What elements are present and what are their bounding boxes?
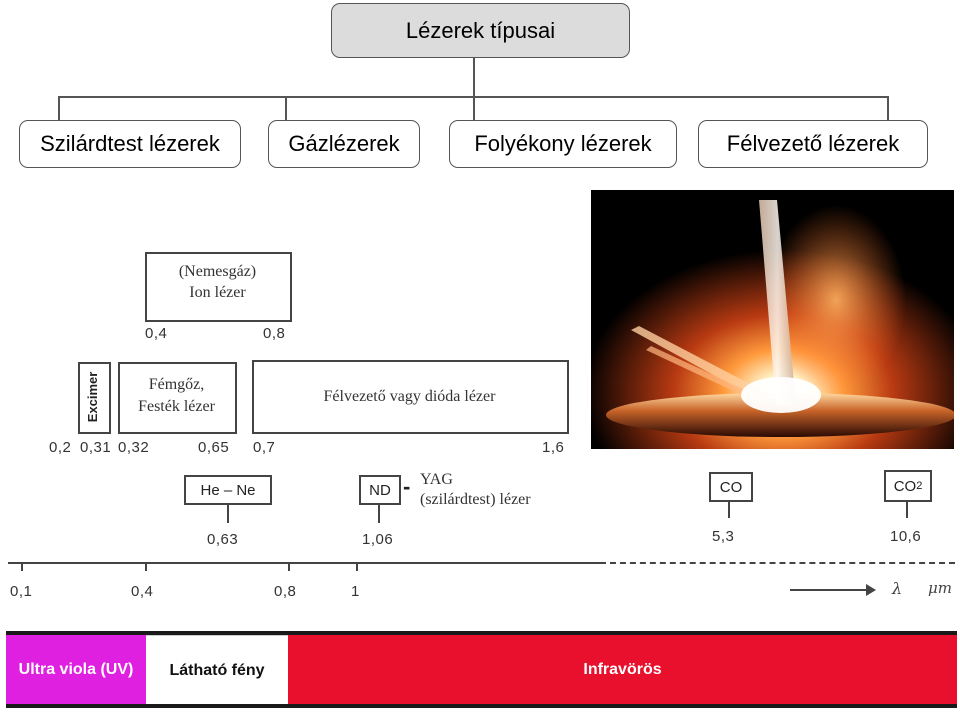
arrow-line bbox=[790, 589, 868, 591]
nd-line-box: ND bbox=[359, 475, 401, 505]
category-semiconductor: Félvezető lézerek bbox=[698, 120, 928, 168]
co-tick bbox=[728, 500, 730, 518]
ion-laser-label-1: (Nemesgáz) bbox=[145, 262, 290, 282]
ion-end-value: 0,8 bbox=[263, 325, 285, 342]
metal-end-value: 0,65 bbox=[198, 439, 229, 456]
ion-start-value: 0,4 bbox=[145, 325, 167, 342]
connector-vertical bbox=[473, 57, 475, 97]
axis-tick-0-8 bbox=[288, 563, 290, 571]
axis-label-0-4: 0,4 bbox=[131, 583, 153, 600]
category-gas: Gázlézerek bbox=[268, 120, 420, 168]
connector-drop-3 bbox=[473, 96, 475, 121]
uv-band: Ultra viola (UV) bbox=[6, 635, 146, 704]
wavelength-axis bbox=[8, 562, 600, 564]
category-solid-state: Szilárdtest lézerek bbox=[19, 120, 241, 168]
connector-drop-4 bbox=[887, 96, 889, 121]
lambda-label: λ bbox=[892, 579, 902, 598]
axis-label-0-8: 0,8 bbox=[274, 583, 296, 600]
excimer-end-value: 0,31 bbox=[80, 439, 111, 456]
ion-laser-label-2: Ion lézer bbox=[145, 283, 290, 303]
infrared-band: Infravörös bbox=[288, 635, 957, 704]
co2-subscript: 2 bbox=[916, 480, 922, 492]
laser-photo bbox=[591, 190, 954, 449]
axis-tick-0-4 bbox=[145, 563, 147, 571]
metal-start-value: 0,32 bbox=[118, 439, 149, 456]
co2-value: 10,6 bbox=[890, 528, 921, 545]
metal-dye-label-1: Fémgőz, bbox=[118, 375, 235, 395]
co2-tick bbox=[906, 500, 908, 518]
wavelength-axis-dashed bbox=[600, 562, 955, 564]
arrow-head-icon bbox=[866, 584, 876, 596]
hene-line-box: He – Ne bbox=[184, 475, 272, 505]
connector-drop-1 bbox=[58, 96, 60, 121]
diode-start-value: 0,7 bbox=[253, 439, 275, 456]
axis-label-0-1: 0,1 bbox=[10, 583, 32, 600]
spectrum-bottom-border bbox=[6, 704, 957, 708]
unit-label: μm bbox=[928, 579, 952, 597]
yag-label-2: (szilárdtest) lézer bbox=[420, 490, 531, 510]
diode-label: Félvezető vagy dióda lézer bbox=[252, 387, 567, 407]
diode-end-value: 1,6 bbox=[542, 439, 564, 456]
visible-band: Látható fény bbox=[146, 635, 288, 705]
co-value: 5,3 bbox=[712, 528, 734, 545]
category-liquid: Folyékony lézerek bbox=[449, 120, 677, 168]
axis-tick-0-1 bbox=[21, 563, 23, 571]
connector-drop-2 bbox=[285, 96, 287, 121]
nd-value: 1,06 bbox=[362, 531, 393, 548]
yag-label-1: YAG bbox=[420, 470, 453, 490]
co2-label: CO bbox=[894, 478, 917, 495]
hene-value: 0,63 bbox=[207, 531, 238, 548]
axis-tick-1 bbox=[356, 563, 358, 571]
metal-dye-label-2: Festék lézer bbox=[118, 397, 235, 417]
co-line-box: CO bbox=[709, 472, 753, 502]
diagram-title: Lézerek típusai bbox=[331, 3, 630, 58]
nd-tick bbox=[378, 503, 380, 523]
excimer-label: Excimer bbox=[85, 357, 103, 437]
excimer-start-value: 0,2 bbox=[49, 439, 71, 456]
hene-tick bbox=[227, 503, 229, 523]
nd-dash: - bbox=[403, 474, 410, 500]
axis-label-1: 1 bbox=[351, 583, 360, 600]
